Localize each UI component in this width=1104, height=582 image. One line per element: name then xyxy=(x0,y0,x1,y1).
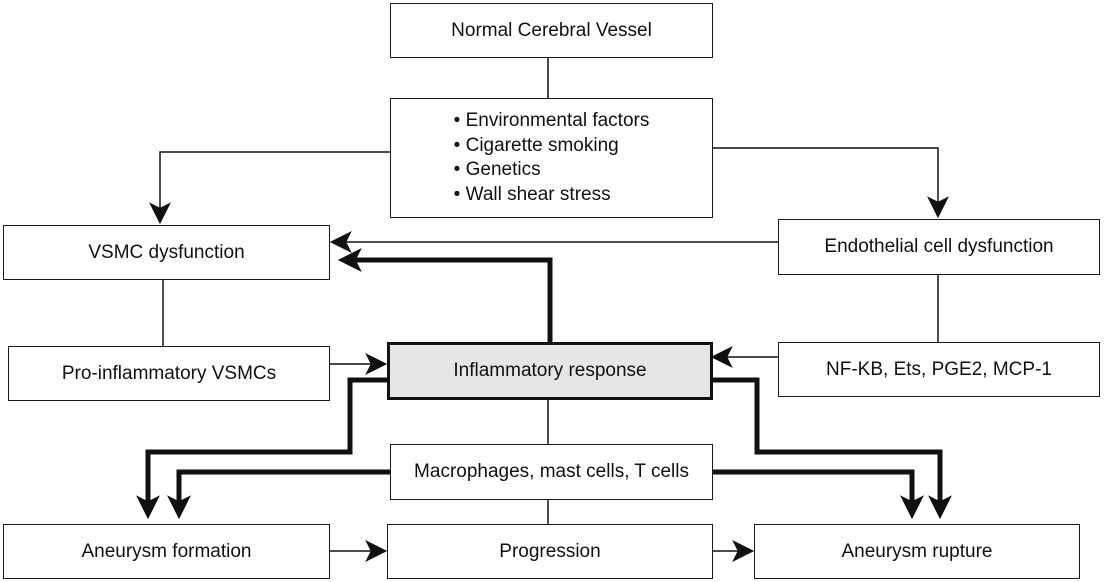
vsmc-dysfunction-label: VSMC dysfunction xyxy=(88,241,245,263)
arrow-risk-to-endothelial xyxy=(713,147,949,219)
risk-factor-item: Genetics xyxy=(454,158,650,183)
vsmc-dysfunction-box: VSMC dysfunction xyxy=(3,225,330,280)
progression-label: Progression xyxy=(499,540,601,562)
pro-inflammatory-vsmcs-label: Pro-inflammatory VSMCs xyxy=(61,362,277,384)
normal-cerebral-vessel-label: Normal Cerebral Vessel xyxy=(451,19,652,41)
arrow-risk-to-vsmc xyxy=(149,151,390,225)
immune-cells-box: Macrophages, mast cells, T cells xyxy=(390,444,713,500)
inflammatory-response-box: Inflammatory response xyxy=(387,342,713,400)
thick-arrow-cells-to-rupture xyxy=(713,469,924,520)
aneurysm-rupture-box: Aneurysm rupture xyxy=(754,524,1080,579)
endothelial-dysfunction-box: Endothelial cell dysfunction xyxy=(778,219,1100,275)
risk-factor-item: Environmental factors xyxy=(454,109,650,134)
risk-factor-item: Cigarette smoking xyxy=(454,134,650,159)
mediators-box: NF-KB, Ets, PGE2, MCP-1 xyxy=(778,342,1100,397)
thick-arrow-cells-to-formation xyxy=(167,469,390,520)
inflammatory-response-label: Inflammatory response xyxy=(453,360,647,381)
mediators-label: NF-KB, Ets, PGE2, MCP-1 xyxy=(826,358,1052,380)
risk-factors-list: Environmental factors Cigarette smoking … xyxy=(454,109,650,207)
progression-box: Progression xyxy=(387,524,713,579)
thick-arrow-inflammatory-to-rupture xyxy=(713,377,952,520)
aneurysm-formation-label: Aneurysm formation xyxy=(81,540,252,562)
thick-arrow-inflammatory-to-formation xyxy=(136,377,387,520)
immune-cells-label: Macrophages, mast cells, T cells xyxy=(414,461,689,482)
thick-arrow-inflammatory-to-vsmc xyxy=(337,248,553,342)
normal-cerebral-vessel-box: Normal Cerebral Vessel xyxy=(390,3,713,58)
endothelial-dysfunction-label: Endothelial cell dysfunction xyxy=(824,236,1054,257)
risk-factors-box: Environmental factors Cigarette smoking … xyxy=(390,98,713,218)
aneurysm-formation-box: Aneurysm formation xyxy=(3,524,330,579)
risk-factor-item: Wall shear stress xyxy=(454,183,650,208)
pro-inflammatory-vsmcs-box: Pro-inflammatory VSMCs xyxy=(8,346,330,401)
aneurysm-rupture-label: Aneurysm rupture xyxy=(841,540,993,562)
